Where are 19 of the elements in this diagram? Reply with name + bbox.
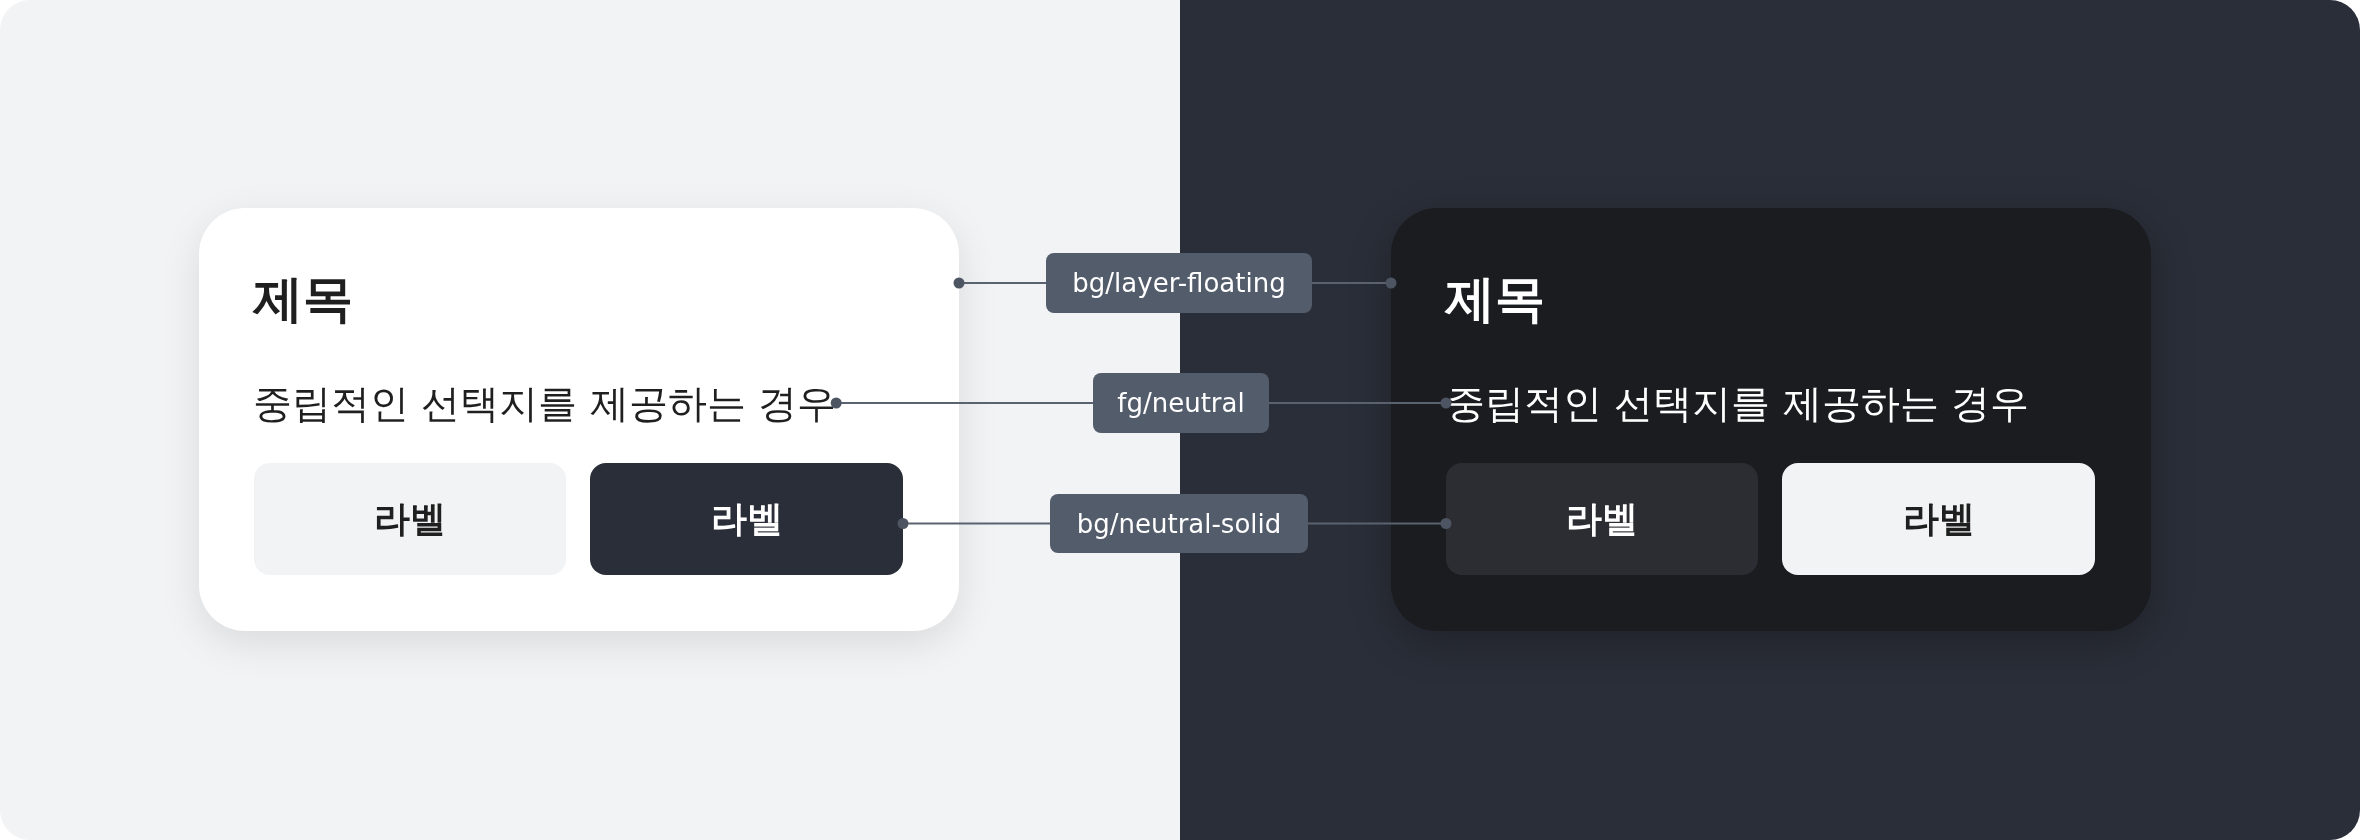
card-title: 제목 [1445,274,1545,324]
card [199,208,959,631]
button: 라벨 [590,463,903,575]
leader-line [1307,518,1452,529]
leader-line [830,397,1094,409]
button: 라벨 [254,463,566,575]
token-label: fg/neutral [1093,373,1269,433]
button: 라벨 [1446,463,1758,575]
token-label: bg/layer-floating [1046,253,1312,313]
token-label: bg/neutral-solid [1050,494,1308,553]
leader-line [897,518,1051,529]
leader-line [953,277,1047,289]
leader-line [1268,397,1452,409]
card-title: 제목 [253,274,353,324]
body-text: 중립적인 선택지를 제공하는 경우 [253,384,837,423]
leader-line [1311,277,1397,289]
card [1391,208,2151,631]
button: 라벨 [1782,463,2095,575]
body-text: 중립적인 선택지를 제공하는 경우 [1446,384,2030,423]
